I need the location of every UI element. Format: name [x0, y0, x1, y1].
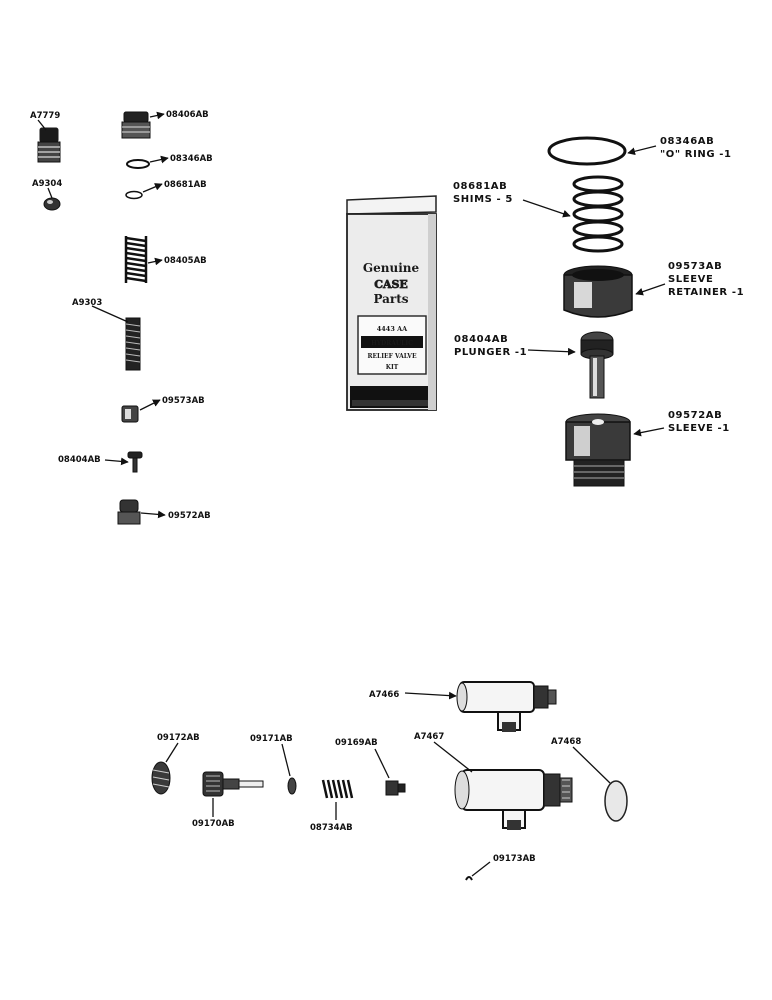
leader-09572ab-small — [140, 510, 166, 519]
kit-genuine: Genuine — [363, 261, 420, 275]
label-a7467: A7467 — [414, 732, 444, 742]
sleeve-retainer-09573ab-large — [563, 265, 633, 318]
kit-hydraulic: HYDRAULIC — [371, 340, 413, 347]
leader-09172ab — [165, 742, 179, 763]
cap-08406ab — [121, 111, 151, 139]
oring-desc: "O" RING -1 — [660, 149, 732, 160]
leader-a7466 — [404, 691, 457, 700]
kit-relief-valve: RELIEF VALVE — [367, 353, 417, 360]
kit-parts: Parts — [373, 292, 408, 306]
label-08734ab: 08734AB — [310, 823, 353, 833]
oring-part: 08346AB — [660, 136, 714, 147]
cap-a7468 — [604, 780, 628, 822]
kit-brand: CASE — [374, 278, 408, 291]
label-08346ab-small: 08346AB — [170, 154, 213, 164]
label-a7468: A7468 — [551, 737, 581, 747]
leader-09173ab — [471, 861, 491, 877]
kit-box — [346, 195, 437, 411]
leader-09573ab-small — [139, 399, 161, 411]
label-08406ab: 08406AB — [166, 110, 209, 120]
label-08404ab-small: 08404AB — [58, 455, 101, 465]
sleeve-retainer-desc1: SLEEVE — [668, 274, 713, 285]
plunger-desc: PLUNGER -1 — [454, 347, 527, 358]
label-09173ab: 09173AB — [493, 854, 536, 864]
sleeve-09572ab-large — [565, 413, 631, 487]
leader-a7468 — [572, 746, 611, 784]
spring-08405ab — [124, 236, 148, 283]
sleeve-retainer-09573ab-small — [121, 405, 139, 423]
leader-08405ab — [147, 257, 163, 266]
label-09172ab: 09172AB — [157, 733, 200, 743]
shim-08681ab-small — [125, 190, 143, 200]
leader-09169ab — [374, 748, 390, 779]
body-a7467 — [454, 769, 573, 830]
screw-09170ab — [202, 771, 264, 797]
shims-desc: SHIMS - 5 — [453, 194, 513, 205]
leader-sleeve-retainer — [635, 283, 666, 296]
sleeve-desc: SLEEVE -1 — [668, 423, 730, 434]
plug-a7779 — [37, 127, 61, 163]
shims-part: 08681AB — [453, 181, 507, 192]
plunger-part: 08404AB — [454, 334, 508, 345]
leader-a7779 — [37, 119, 47, 131]
leader-oring — [627, 145, 657, 156]
label-08681ab-small: 08681AB — [164, 180, 207, 190]
leader-sleeve — [633, 427, 665, 437]
shims-08681ab-large — [572, 175, 624, 253]
label-09572ab-small: 09572AB — [168, 511, 211, 521]
kit-number: 4443 AA — [377, 325, 408, 333]
leader-plunger — [527, 347, 576, 356]
label-a7779: A7779 — [30, 111, 60, 121]
label-09171ab: 09171AB — [250, 734, 293, 744]
sleeve-part: 09572AB — [668, 410, 722, 421]
sleeve-09572ab-small — [117, 499, 141, 525]
leader-a9303 — [91, 305, 129, 323]
leader-09171ab — [281, 743, 291, 777]
valve-09169ab — [385, 780, 406, 796]
leader-08404ab-small — [104, 457, 129, 466]
sleeve-retainer-desc2: RETAINER -1 — [668, 287, 744, 298]
plunger-08404ab-small — [127, 451, 143, 473]
label-a7466: A7466 — [369, 690, 399, 700]
pin-09173ab — [465, 876, 473, 881]
nut-09172ab — [151, 761, 171, 795]
oring-08346ab-small — [126, 159, 150, 169]
leader-08681ab-small — [142, 183, 163, 193]
sleeve-retainer-part: 09573AB — [668, 261, 722, 272]
leader-a9304 — [47, 187, 53, 199]
leader-shims — [522, 199, 571, 218]
plunger-08404ab-large — [580, 331, 614, 399]
kit-kit: KIT — [386, 364, 399, 371]
label-09573ab-small: 09573AB — [162, 396, 205, 406]
label-a9304: A9304 — [32, 179, 62, 189]
tee-a7466 — [456, 681, 557, 732]
leader-08346ab-small — [149, 155, 169, 164]
spring-a9303 — [125, 317, 141, 371]
oring-08346ab-large — [547, 136, 627, 166]
leader-a7467 — [433, 741, 473, 773]
label-09169ab: 09169AB — [335, 738, 378, 748]
washer-09171ab — [287, 777, 297, 795]
label-08405ab: 08405AB — [164, 256, 207, 266]
label-a9303: A9303 — [72, 298, 102, 308]
ball-a9304 — [43, 197, 61, 211]
label-09170ab: 09170AB — [192, 819, 235, 829]
spring-08734ab — [321, 779, 354, 799]
leader-08406ab — [149, 111, 165, 120]
